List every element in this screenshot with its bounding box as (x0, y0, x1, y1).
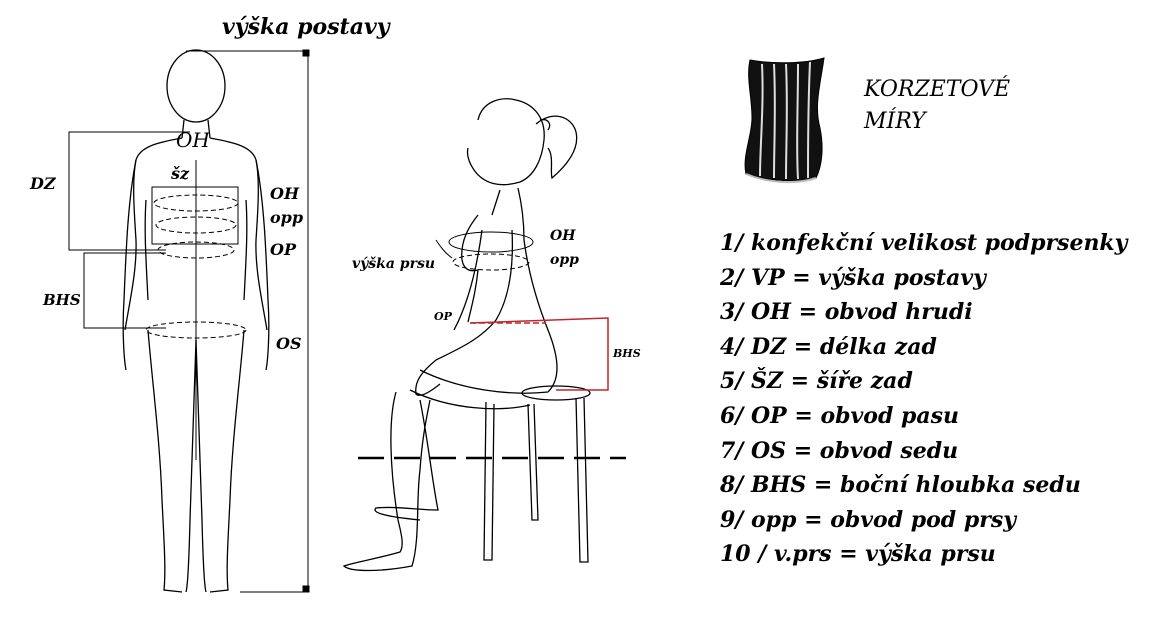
seated-bhs-label: BHS (613, 347, 641, 360)
legend-item: 6/ OP = obvod pasu (720, 402, 960, 429)
page-title: KORZETOVÉ MÍRY (864, 74, 1010, 138)
bhs-label: BHS (43, 291, 81, 309)
seated-oh-label: OH (550, 228, 576, 244)
standing-figure (122, 49, 270, 593)
op-label: OP (270, 240, 296, 259)
legend-item: 4/ DZ = délka zad (720, 333, 937, 360)
legend-item: 9/ opp = obvod pod prsy (720, 506, 1016, 533)
dz-label: DZ (30, 174, 56, 193)
legend-item: 8/ BHS = boční hloubka sedu (720, 472, 1081, 499)
seated-figure (342, 98, 578, 572)
os-label: OS (276, 334, 302, 353)
seated-bust-height-label: výška prsu (352, 256, 436, 272)
title-line-1: KORZETOVÉ (864, 77, 1011, 102)
height-label: výška postavy (222, 14, 390, 40)
legend-item: 3/ OH = obvod hrudi (720, 299, 973, 326)
sz-label: šz (171, 164, 190, 183)
corset-icon (744, 57, 825, 184)
standing-measure-lines (68, 49, 310, 593)
legend-item: 5/ ŠZ = šíře zad (720, 368, 913, 395)
seated-opp-label: opp (550, 252, 579, 268)
legend-item: 10 / v.prs = výška prsu (720, 541, 996, 568)
legend-item: 1/ konfekční velikost podprsenky (720, 230, 1128, 256)
oh-right-label: OH (270, 184, 300, 203)
legend-item: 2/ VP = výška postavy (720, 264, 986, 291)
seated-measure-lines (435, 231, 609, 391)
measurement-legend: 1/ konfekční velikost podprsenky 2/ VP =… (720, 226, 1127, 572)
seated-op-label: OP (434, 310, 452, 323)
legend-item: 7/ OS = obvod sedu (720, 437, 959, 464)
oh-label: OH (176, 128, 210, 152)
title-line-2: MÍRY (864, 109, 926, 134)
opp-right-label: opp (270, 208, 304, 227)
stool (358, 385, 626, 563)
